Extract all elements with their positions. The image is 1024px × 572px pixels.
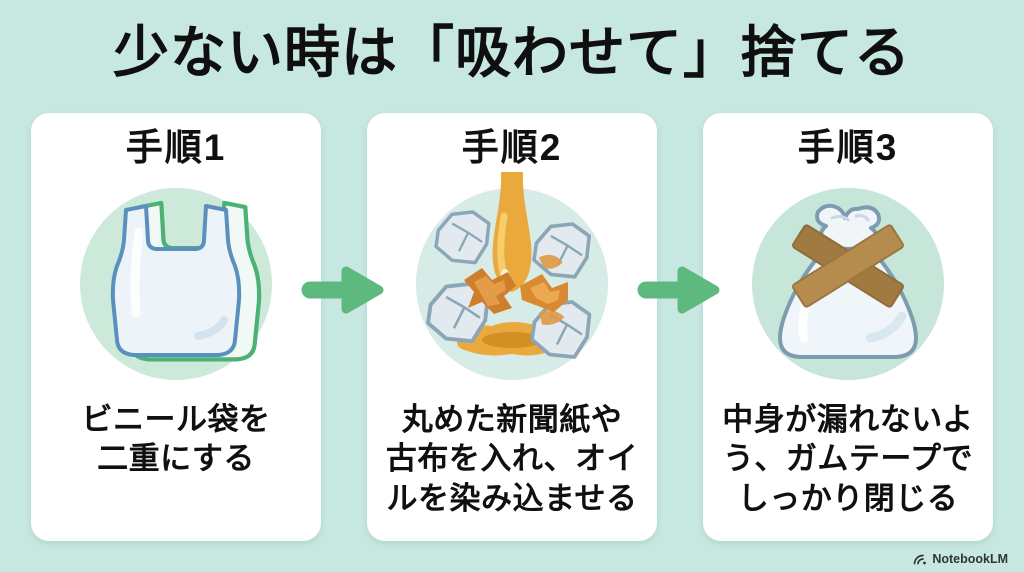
step3-description: 中身が漏れないよ う、ガムテープで しっかり閉じる [722, 402, 974, 516]
taped-sealed-bag-icon [778, 203, 918, 359]
step1-icon-circle [80, 188, 272, 380]
double-plastic-bag-icon [110, 200, 262, 362]
arrow-right-icon [637, 266, 720, 314]
step-card-3: 手順3 [703, 113, 993, 541]
step-card-2: 手順2 [367, 113, 657, 541]
arrow-right-icon [301, 266, 384, 314]
brand-name: NotebookLM [932, 552, 1008, 566]
step3-heading: 手順3 [797, 127, 899, 168]
oil-absorbing-paper-icon [426, 172, 592, 359]
step1-heading: 手順1 [125, 127, 227, 168]
step2-heading: 手順2 [461, 127, 563, 168]
steps-row: 手順1 ビニール袋を 二重にする 手順2 [0, 113, 1024, 541]
step1-description: ビニール袋を 二重にする [81, 402, 271, 477]
page-title: 少ない時は「吸わせて」捨てる [113, 21, 911, 84]
step-card-1: 手順1 ビニール袋を 二重にする [31, 113, 321, 541]
step3-icon-circle [752, 188, 944, 380]
step2-description: 丸めた新聞紙や 古布を入れ、オイ ルを染み込ませる [385, 402, 639, 516]
notebooklm-icon [913, 554, 927, 565]
step2-icon-circle [416, 172, 608, 380]
brand-logo: NotebookLM [913, 552, 1008, 566]
